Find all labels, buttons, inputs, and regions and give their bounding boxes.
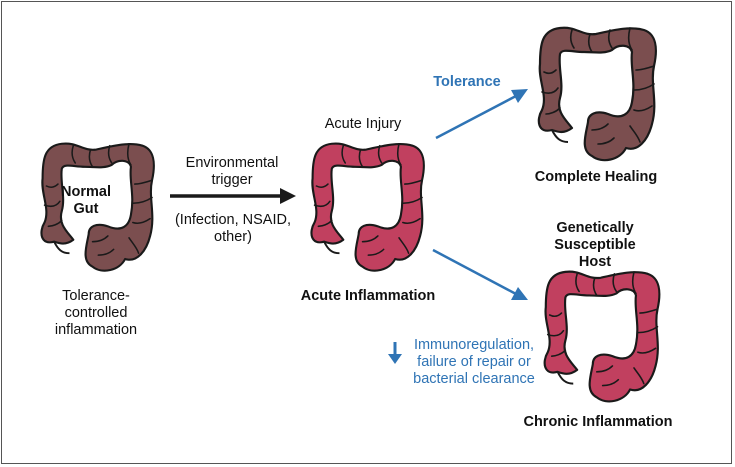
chronic-inflammation-label: Chronic Inflammation <box>523 414 673 430</box>
tolerance-arrow <box>435 89 528 140</box>
trigger-examples-label: (Infection, NSAID, other) <box>174 212 292 245</box>
environmental-trigger-arrow <box>170 188 296 204</box>
susceptible-arrow <box>432 248 528 300</box>
chronic-inflammation-colon <box>543 270 661 403</box>
normal-gut-title: Normal Gut <box>61 184 111 217</box>
susceptible-host-label: Genetically Susceptible Host <box>554 220 636 270</box>
down-arrow-icon <box>388 342 402 364</box>
environmental-trigger-label: Environmental trigger <box>185 155 279 188</box>
acute-injury-label: Acute Injury <box>324 116 402 132</box>
tolerance-label: Tolerance <box>433 74 501 90</box>
failure-of-repair-label: Immunoregulation, failure of repair or b… <box>413 337 535 387</box>
acute-inflammation-label: Acute Inflammation <box>300 288 436 304</box>
acute-inflammation-colon <box>310 142 425 272</box>
normal-gut-caption: Tolerance- controlled inflammation <box>54 288 138 338</box>
complete-healing-colon <box>537 26 657 162</box>
complete-healing-label: Complete Healing <box>534 169 658 185</box>
